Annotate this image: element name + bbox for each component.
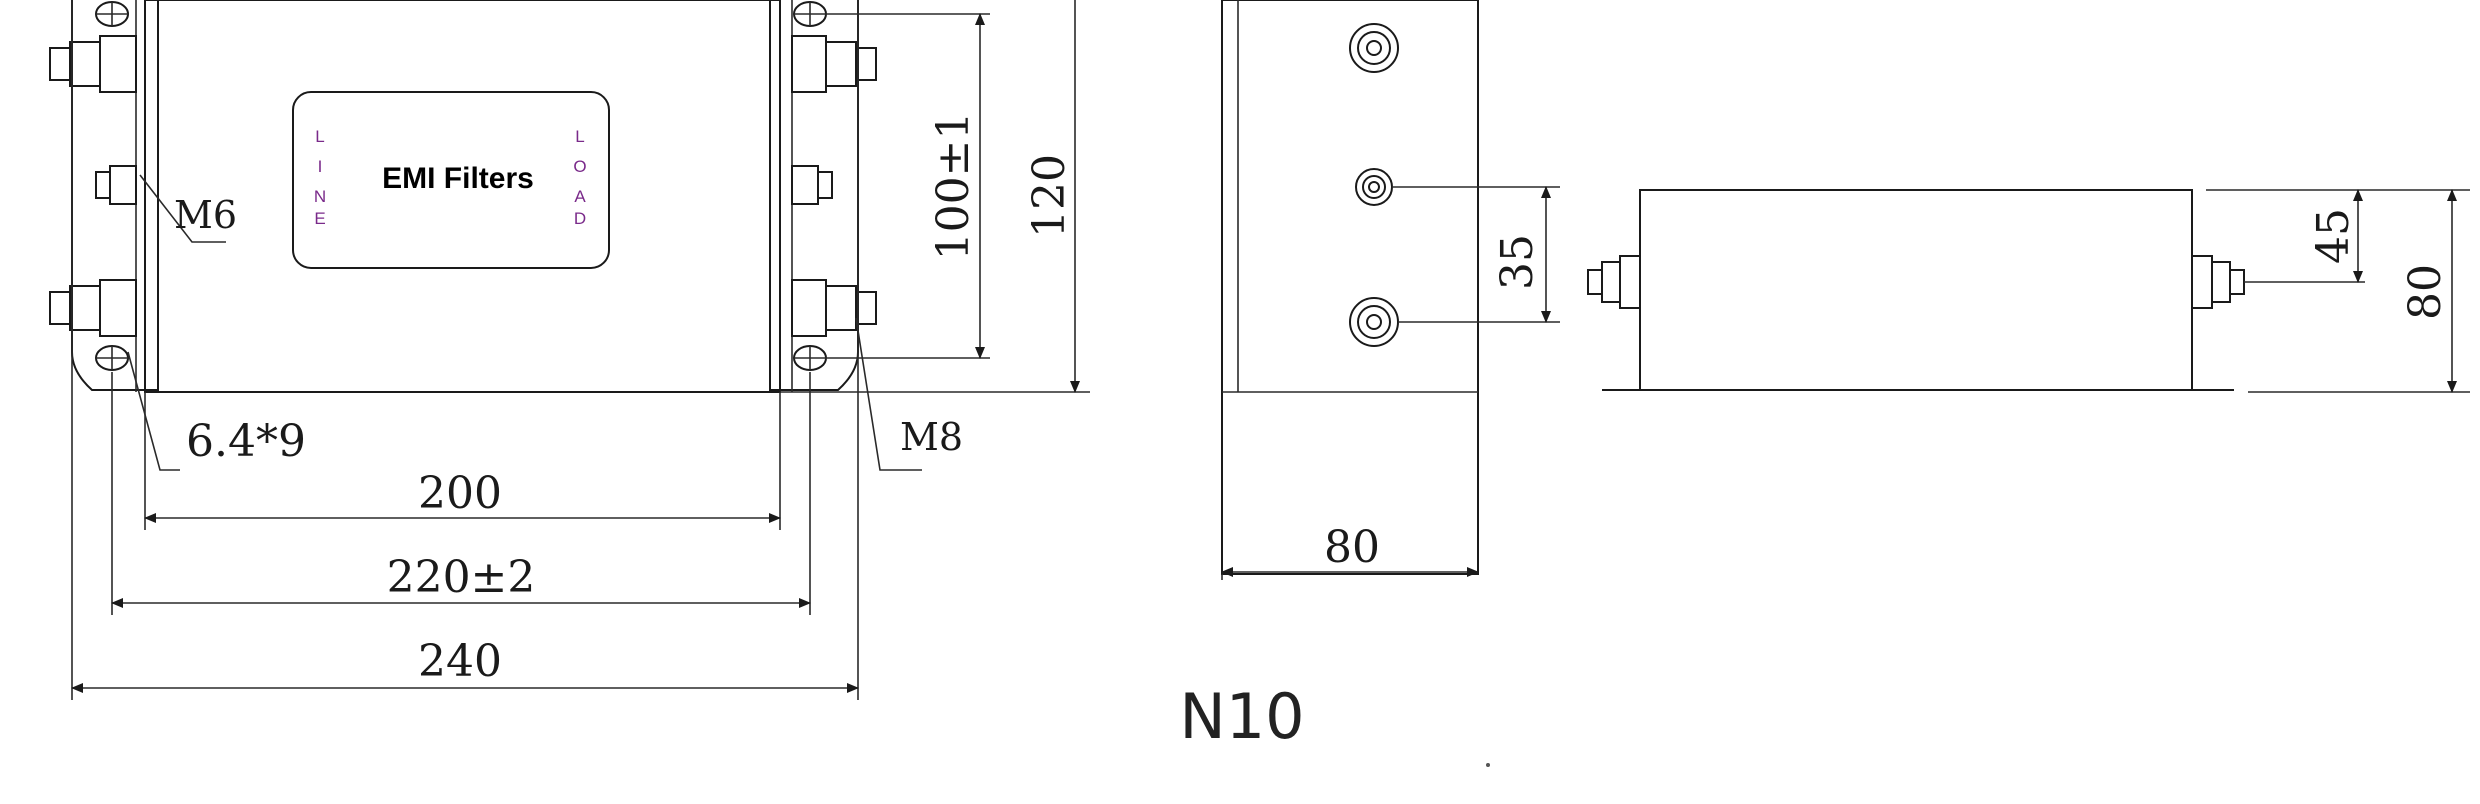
load-letter: O [573,157,586,176]
dim-200: 200 [418,468,502,519]
load-letter: L [575,127,584,146]
terminal-stud-icon [49,35,877,337]
dim-120: 120 [1024,154,1075,238]
nameplate-title: EMI Filters [382,162,534,195]
model-label: N10 [1179,680,1304,753]
dot-mark [1486,763,1490,767]
dim-35: 35 [1492,234,1543,290]
thread-m6-label: M6 [174,193,237,237]
dim-240: 240 [418,636,502,687]
dim-45: 45 [2308,208,2359,264]
nameplate [292,91,610,269]
top-view: 45 80 [1587,189,2470,393]
line-letter: L [315,127,324,146]
top-body [1639,189,2193,391]
terminal-icon [1349,23,1399,347]
load-letter: D [574,209,586,228]
dim-220: 220±2 [387,552,536,603]
thread-m8-label: M8 [900,415,963,459]
side-view: 35 80 [1221,0,1560,580]
line-letter: E [314,209,325,228]
load-letter: A [574,187,586,206]
dim-80-width: 80 [1324,522,1380,573]
line-letter: I [318,157,323,176]
mount-hole-label: 6.4*9 [186,416,306,467]
front-body [144,0,781,393]
line-letter: N [314,187,326,206]
side-body [1221,0,1479,575]
front-view: EMI Filters L I N E L O A D M6 6.4*9 M8 … [49,0,1090,700]
terminal-stud-icon [1587,255,2245,309]
dim-80-height: 80 [2400,264,2451,320]
dim-100: 100±1 [928,112,979,261]
